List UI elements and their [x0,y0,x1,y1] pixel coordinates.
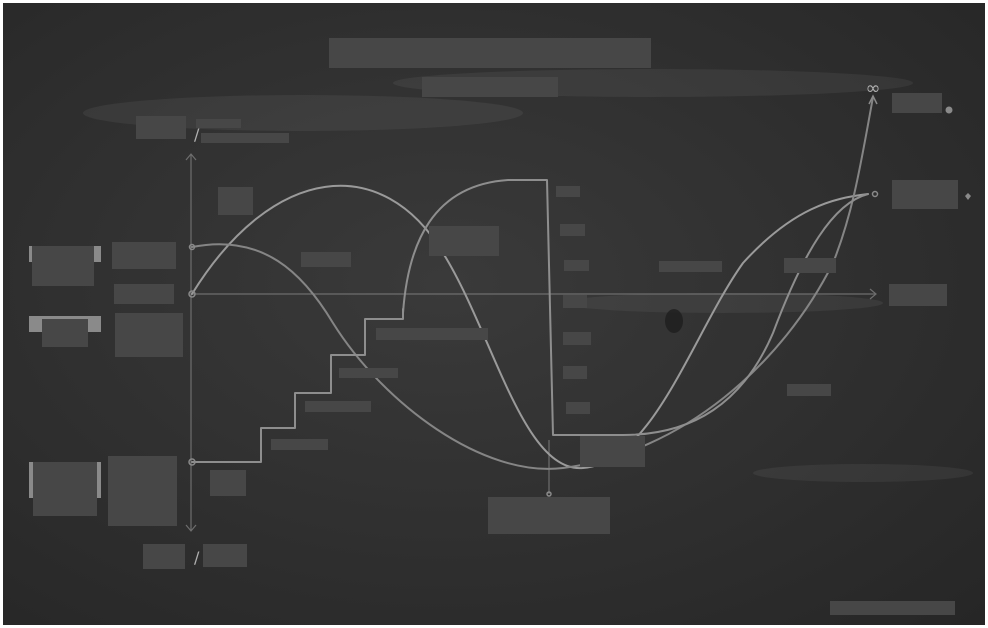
curves-diagram: ∞ / / [83,69,973,567]
redacted-subtitle [422,77,558,97]
redacted-column-label-2 [560,224,585,236]
redacted-curve-label-3 [429,226,499,256]
redacted-axis-label-bottom-right [203,544,247,567]
redacted-column-label-3 [564,260,589,271]
origin-dot [188,290,196,298]
redacted-label-far-right-top [892,93,942,113]
redacted-axis-label-bottom-left [143,544,185,569]
redacted-column-label-6 [563,366,587,379]
redacted-curve-label-1 [218,187,253,215]
redacted-axis-label-top-left [136,116,186,139]
redacted-legend-text-1 [112,242,176,269]
redacted-marker-label [488,497,610,534]
heart-icon [965,193,971,200]
redacted-right-label-1 [659,261,722,272]
chalkboard: ∞ / / [3,3,985,625]
redacted-label-far-right-mid [892,180,958,209]
redacted-legend-box-3 [33,462,97,516]
end-dot-right [871,190,879,198]
redacted-step-label-2 [305,401,371,412]
redacted-step-label-1 [339,368,398,378]
infinity-symbol: ∞ [866,78,881,99]
redacted-step-label-4 [210,470,246,496]
staircase-curve [191,308,404,463]
curve-arrow-up [868,94,878,105]
bullet-dot [945,106,953,114]
redacted-right-label-2 [784,258,836,273]
redacted-legend-text-4 [108,456,177,526]
redacted-legend-text-3 [115,313,183,357]
redacted-axis-label-top-right-small [196,119,241,128]
marker-dot [546,491,552,497]
redacted-column-label-1 [556,186,580,197]
y-axis-arrow-up [185,153,197,161]
axis-divider-bottom: / [194,548,200,567]
redacted-axis-label-top-right [201,133,289,143]
start-dot-upper [188,243,196,251]
chalk-smudges [83,69,973,482]
redacted-curve-label-2 [301,252,351,267]
axis-divider-top: / [194,125,200,144]
redacted-column-label-5 [563,332,591,345]
redacted-legend-box-1 [32,246,94,286]
stepped-plateau-curve [402,179,869,436]
redacted-column-label-7 [566,402,590,414]
redacted-legend-text-2 [114,284,174,304]
redacted-trough-label [580,436,645,467]
redacted-legend-box-2 [42,319,88,347]
redacted-step-label-3 [271,439,328,450]
redacted-footer-credit [830,601,955,615]
redacted-title [329,38,651,68]
chalk-stain [665,309,683,333]
y-axis-arrow-down [185,524,197,532]
redacted-column-label-4 [563,295,587,308]
x-axis-arrow-right [869,288,877,300]
start-dot-lower [188,458,196,466]
wave-curve [191,184,869,470]
exponential-curve [191,96,874,470]
redacted-right-label-3 [787,384,831,396]
redacted-label-x-axis-end [889,284,947,306]
redacted-curve-label-4 [376,328,488,340]
